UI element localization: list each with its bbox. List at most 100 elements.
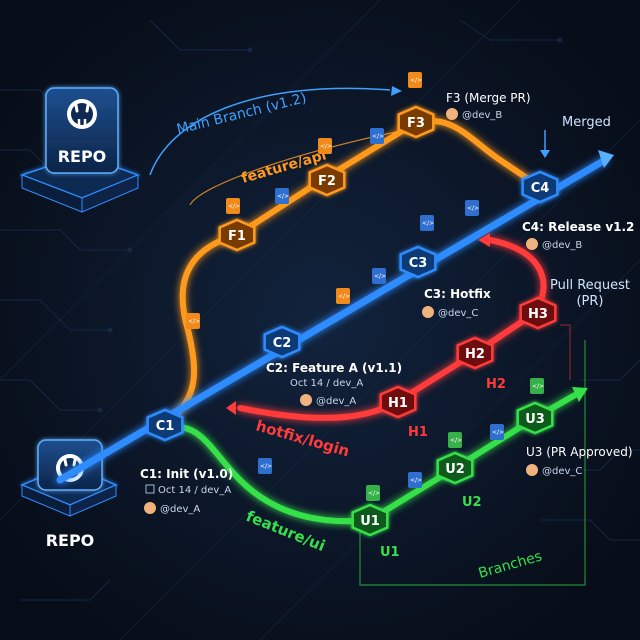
commit-node-label: U3 [525, 412, 545, 427]
repo-top: REPO [19, 87, 141, 213]
u2-sub-label: U2 [462, 495, 482, 510]
code-file-icons: </> </> </> </> </> </> </> </> </> </> … [186, 72, 544, 501]
f3-title: F3 (Merge PR) [446, 91, 531, 105]
code-file-icon: </> [370, 128, 384, 144]
c3-title: C3: Hotfix [424, 287, 491, 301]
hotfix-arrowhead-left [226, 401, 236, 415]
commit-node-shape [397, 105, 435, 139]
c2-annotation: C2: Feature A (v1.1) Oct 14 / dev_A @dev… [266, 361, 402, 407]
commit-node-c2: C2 [263, 325, 301, 359]
code-file-icon: </> [448, 432, 462, 448]
svg-text:</>: </> [410, 77, 422, 84]
commit-node-shape [436, 451, 474, 485]
github-icon [67, 99, 97, 129]
repo-bottom: REPO [20, 439, 118, 550]
commit-node-shape [263, 325, 301, 359]
svg-text:</>: </> [338, 293, 350, 300]
c1-date: Oct 14 / dev_A [158, 485, 231, 496]
code-file-icon: </> [465, 200, 479, 216]
code-file-icon: </> [226, 198, 240, 214]
c3-annotation: C3: Hotfix @dev_C [422, 287, 491, 319]
commit-node-label: F1 [228, 229, 246, 244]
commit-node-shape [516, 401, 554, 435]
commit-node-f1: F1 [218, 218, 256, 252]
f3-annotation: F3 (Merge PR) @dev_B [446, 91, 531, 121]
commit-node-label: C3 [409, 256, 428, 271]
svg-text:</>: </> [277, 193, 289, 200]
svg-text:</>: </> [450, 437, 462, 444]
commit-node-label: U2 [445, 462, 465, 477]
avatar-icon [422, 306, 434, 318]
code-file-icon: </> [275, 188, 289, 204]
code-file-icon: </> [318, 138, 332, 154]
main-branch-pointer-head [391, 86, 402, 96]
merged-pointer-head [540, 150, 550, 158]
u3-title: U3 (PR Approved) [526, 445, 633, 459]
commit-node-label: H3 [528, 307, 548, 322]
svg-text:</>: </> [228, 203, 240, 210]
u3-annotation: U3 (PR Approved) @dev_C [526, 445, 633, 477]
code-file-icon: </> [530, 378, 544, 394]
commit-node-label: H2 [465, 347, 485, 362]
repo-top-label: REPO [58, 147, 107, 166]
code-file-icon: </> [420, 215, 434, 231]
main-branch-arrowhead [598, 150, 614, 168]
svg-text:</>: </> [532, 383, 544, 390]
avatar-icon [526, 464, 538, 476]
commit-node-label: C4 [531, 181, 550, 196]
c1-user: @dev_A [160, 504, 200, 515]
commit-node-shape [519, 296, 557, 330]
svg-text:</>: </> [320, 143, 332, 150]
commit-node-shape [351, 503, 389, 537]
commit-node-u1: U1 [351, 503, 389, 537]
commit-node-label: U1 [360, 514, 380, 529]
commit-node-shape [218, 218, 256, 252]
commit-node-shape [146, 408, 184, 442]
avatar-icon [144, 502, 156, 514]
commit-node-u2: U2 [436, 451, 474, 485]
merged-label: Merged [562, 115, 611, 130]
u3-user: @dev_C [542, 466, 582, 477]
hotfix-arrowhead-top [478, 233, 490, 247]
c2-date: Oct 14 / dev_A [290, 378, 363, 389]
code-file-icon: </> [366, 485, 380, 501]
c2-title: C2: Feature A (v1.1) [266, 361, 402, 375]
pull-request-label-line2: (PR) [576, 294, 603, 309]
commit-node-shape [521, 170, 559, 204]
commit-node-shape [399, 245, 437, 279]
svg-text:</>: </> [422, 220, 434, 227]
svg-text:</>: </> [188, 318, 200, 325]
commit-node-label: C1 [156, 419, 175, 434]
c2-user: @dev_A [316, 396, 356, 407]
code-file-icon: </> [186, 313, 200, 329]
feature-api-line [162, 117, 543, 428]
feature-ui-arrowhead [572, 387, 588, 402]
commit-node-c4: C4 [521, 170, 559, 204]
c1-title: C1: Init (v1.0) [140, 467, 233, 481]
pull-request-label-line1: Pull Request [550, 278, 630, 293]
c3-user: @dev_C [438, 308, 478, 319]
svg-text:</>: </> [492, 429, 504, 436]
commit-node-shape [308, 163, 346, 197]
avatar-icon [526, 238, 538, 250]
avatar-icon [300, 394, 312, 406]
code-file-icon: </> [258, 458, 272, 474]
c4-user: @dev_B [542, 240, 582, 251]
commit-node-f3: F3 [397, 105, 435, 139]
main-branch-pointer [149, 87, 391, 176]
code-file-icon: </> [336, 288, 350, 304]
c4-title: C4: Release v1.2 [522, 220, 634, 234]
commit-node-label: C2 [273, 336, 292, 351]
c1-annotation: C1: Init (v1.0) Oct 14 / dev_A @dev_A [140, 467, 233, 515]
repo-bottom-label: REPO [46, 531, 95, 550]
commit-node-shape [379, 385, 417, 419]
f3-user: @dev_B [462, 110, 502, 121]
commit-node-u3: U3 [516, 401, 554, 435]
svg-text:</>: </> [410, 477, 422, 484]
h2-sub-label: H2 [486, 377, 506, 392]
commit-node-label: F2 [318, 174, 336, 189]
